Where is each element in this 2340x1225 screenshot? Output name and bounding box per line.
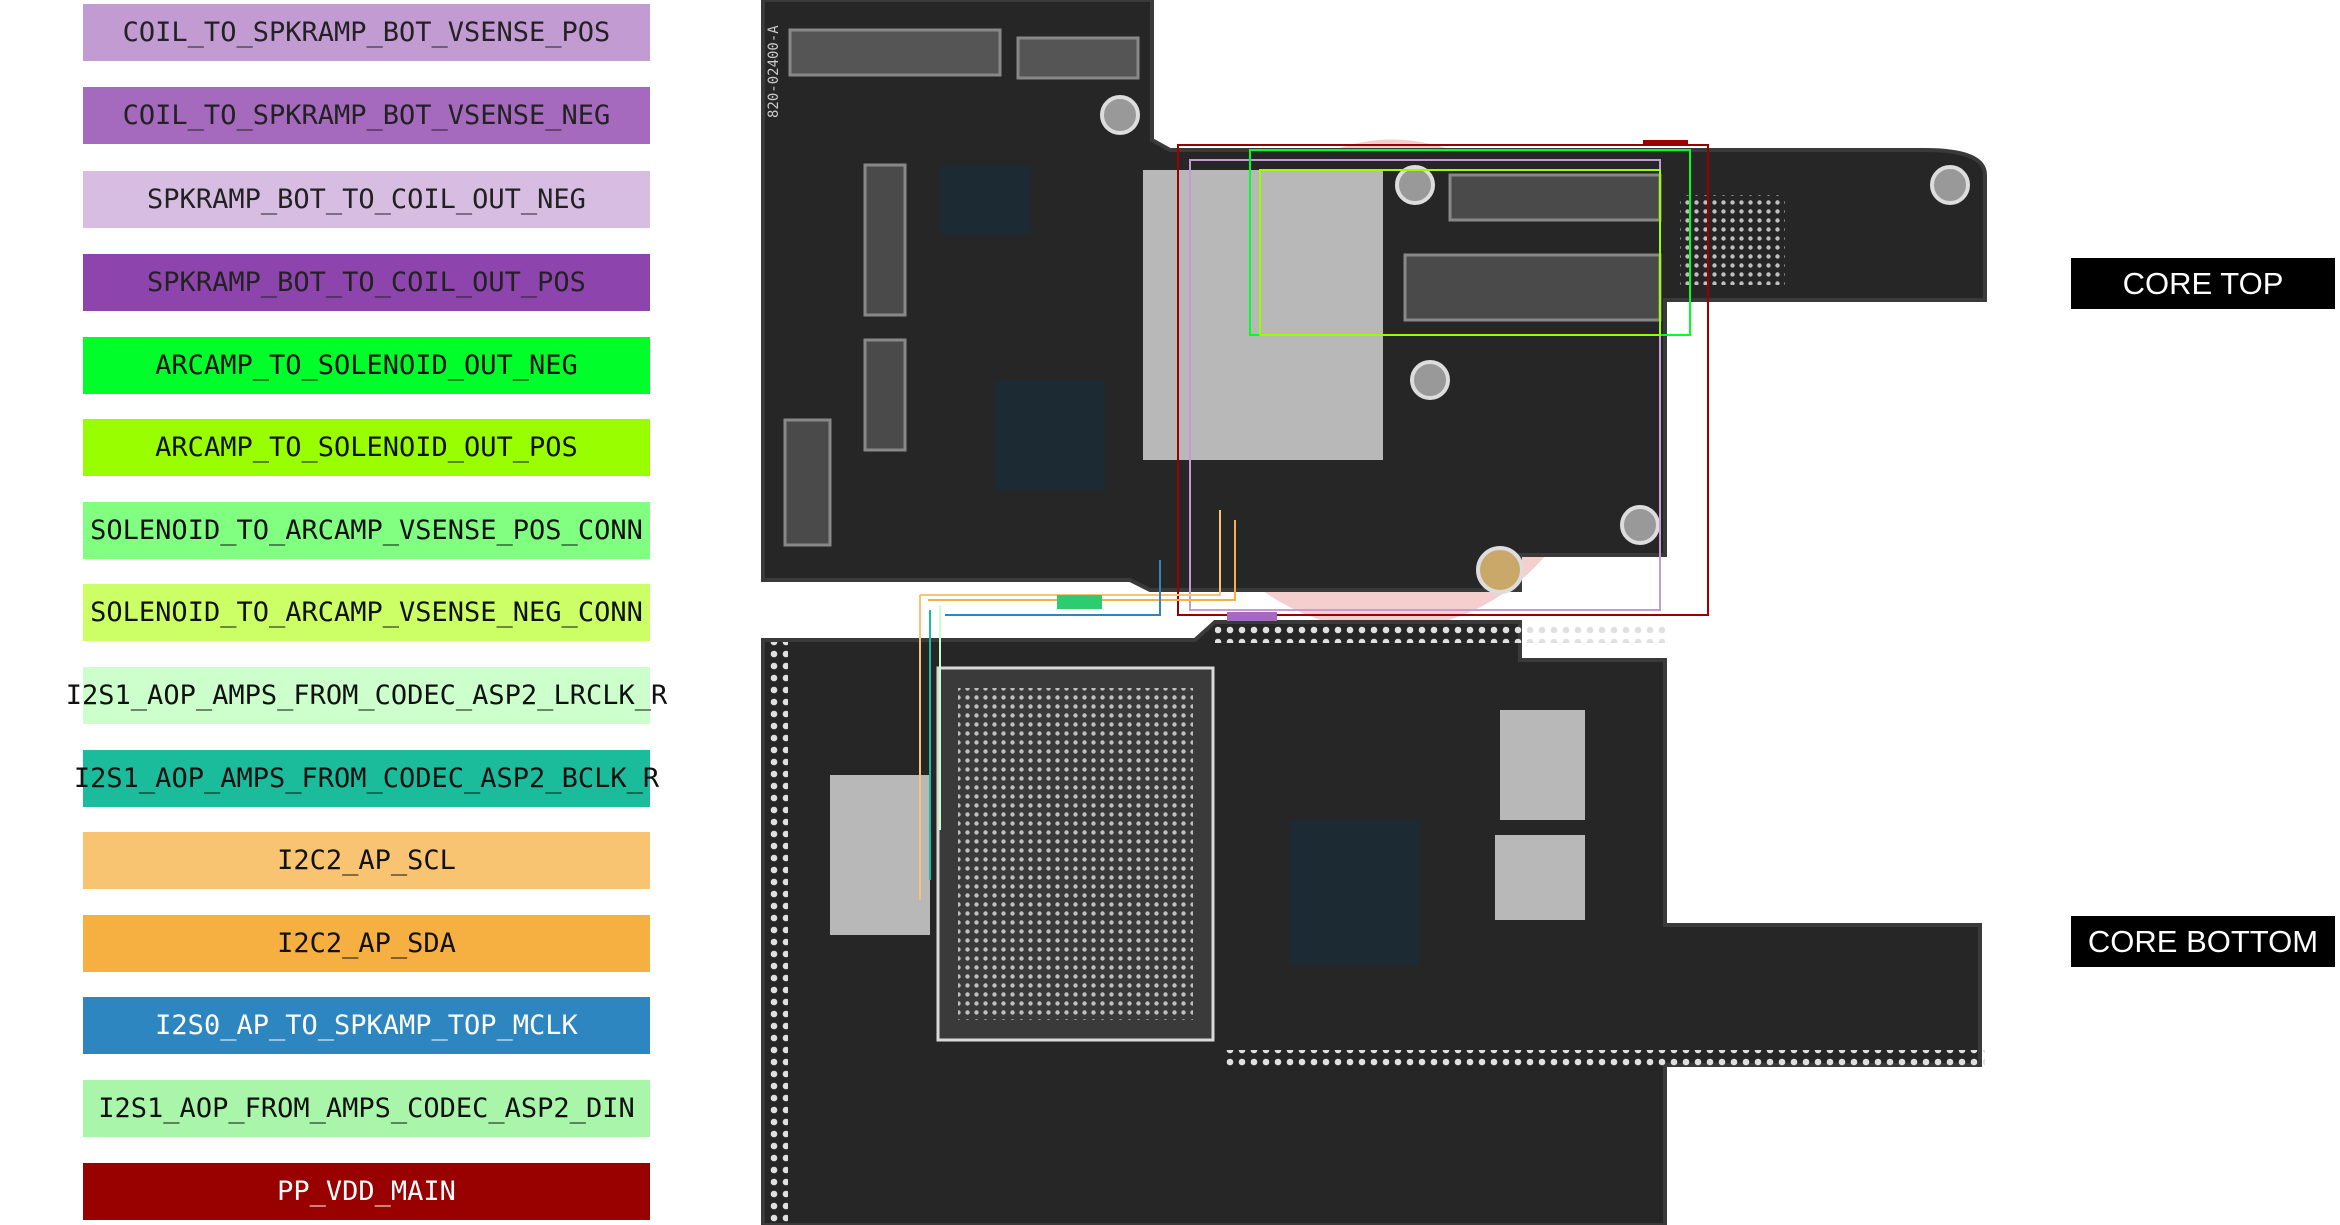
legend-item: I2C2_AP_SDA bbox=[83, 915, 650, 972]
legend-item: COIL_TO_SPKRAMP_BOT_VSENSE_POS bbox=[83, 4, 650, 61]
chip-small-3 bbox=[1495, 835, 1585, 920]
net-traces bbox=[919, 144, 1709, 900]
screw-hole bbox=[1476, 546, 1524, 594]
legend-item: SOLENOID_TO_ARCAMP_VSENSE_NEG_CONN bbox=[83, 584, 650, 641]
legend-item: SPKRAMP_BOT_TO_COIL_OUT_POS bbox=[83, 254, 650, 311]
screw-hole bbox=[1930, 165, 1970, 205]
screw-hole bbox=[1620, 505, 1660, 545]
chip-left bbox=[995, 380, 1105, 490]
legend-item: ARCAMP_TO_SOLENOID_OUT_POS bbox=[83, 419, 650, 476]
core-bottom-label: CORE BOTTOM bbox=[2071, 916, 2335, 967]
legend-item: SPKRAMP_BOT_TO_COIL_OUT_NEG bbox=[83, 171, 650, 228]
legend-item: SOLENOID_TO_ARCAMP_VSENSE_POS_CONN bbox=[83, 502, 650, 559]
chip-small-2 bbox=[1500, 710, 1585, 820]
connector-top-left bbox=[788, 28, 1002, 77]
legend-item: COIL_TO_SPKRAMP_BOT_VSENSE_NEG bbox=[83, 87, 650, 144]
board-schematic: 820-02400-A bbox=[761, 0, 1987, 1225]
connector-left-1 bbox=[863, 163, 907, 317]
legend-item: I2S1_AOP_AMPS_FROM_CODEC_ASP2_BCLK_R bbox=[74, 750, 659, 807]
chip-small bbox=[940, 165, 1030, 235]
screw-hole bbox=[1395, 165, 1435, 205]
connector-top-right bbox=[1016, 36, 1140, 80]
trace-highlight-mclk bbox=[1057, 595, 1102, 609]
trace-highlight-vdd bbox=[1643, 140, 1688, 146]
board-via-frame bbox=[770, 642, 788, 1222]
legend-item: ARCAMP_TO_SOLENOID_OUT_NEG bbox=[83, 337, 650, 394]
net-legend: COIL_TO_SPKRAMP_BOT_VSENSE_POS COIL_TO_SP… bbox=[0, 0, 700, 1225]
soc-grid bbox=[958, 688, 1193, 1020]
board-via-frame-bottom bbox=[1225, 1050, 1985, 1068]
memory-shield bbox=[1143, 170, 1383, 460]
legend-item: PP_VDD_MAIN bbox=[83, 1163, 650, 1220]
legend-item: I2C2_AP_SCL bbox=[83, 832, 650, 889]
chip-bga-top bbox=[1680, 195, 1785, 285]
screw-hole bbox=[1100, 95, 1140, 135]
connector-flex-1 bbox=[1448, 173, 1662, 222]
trace-highlight-din bbox=[1227, 612, 1277, 621]
shield-square bbox=[830, 775, 930, 935]
legend-item: I2S0_AP_TO_SPKAMP_TOP_MCLK bbox=[83, 997, 650, 1054]
screw-hole bbox=[1410, 360, 1450, 400]
legend-item: I2S1_AOP_AMPS_FROM_CODEC_ASP2_LRCLK_R bbox=[66, 667, 667, 724]
connector-left-3 bbox=[783, 418, 832, 547]
connector-flex-2 bbox=[1403, 253, 1662, 322]
chip-pmic bbox=[1290, 820, 1420, 965]
connector-left-2 bbox=[863, 338, 907, 452]
board-marking: 820-02400-A bbox=[766, 25, 782, 118]
legend-item: I2S1_AOP_FROM_AMPS_CODEC_ASP2_DIN bbox=[83, 1080, 650, 1137]
core-top-label: CORE TOP bbox=[2071, 258, 2335, 309]
board-via-frame-mid bbox=[1215, 625, 1665, 643]
